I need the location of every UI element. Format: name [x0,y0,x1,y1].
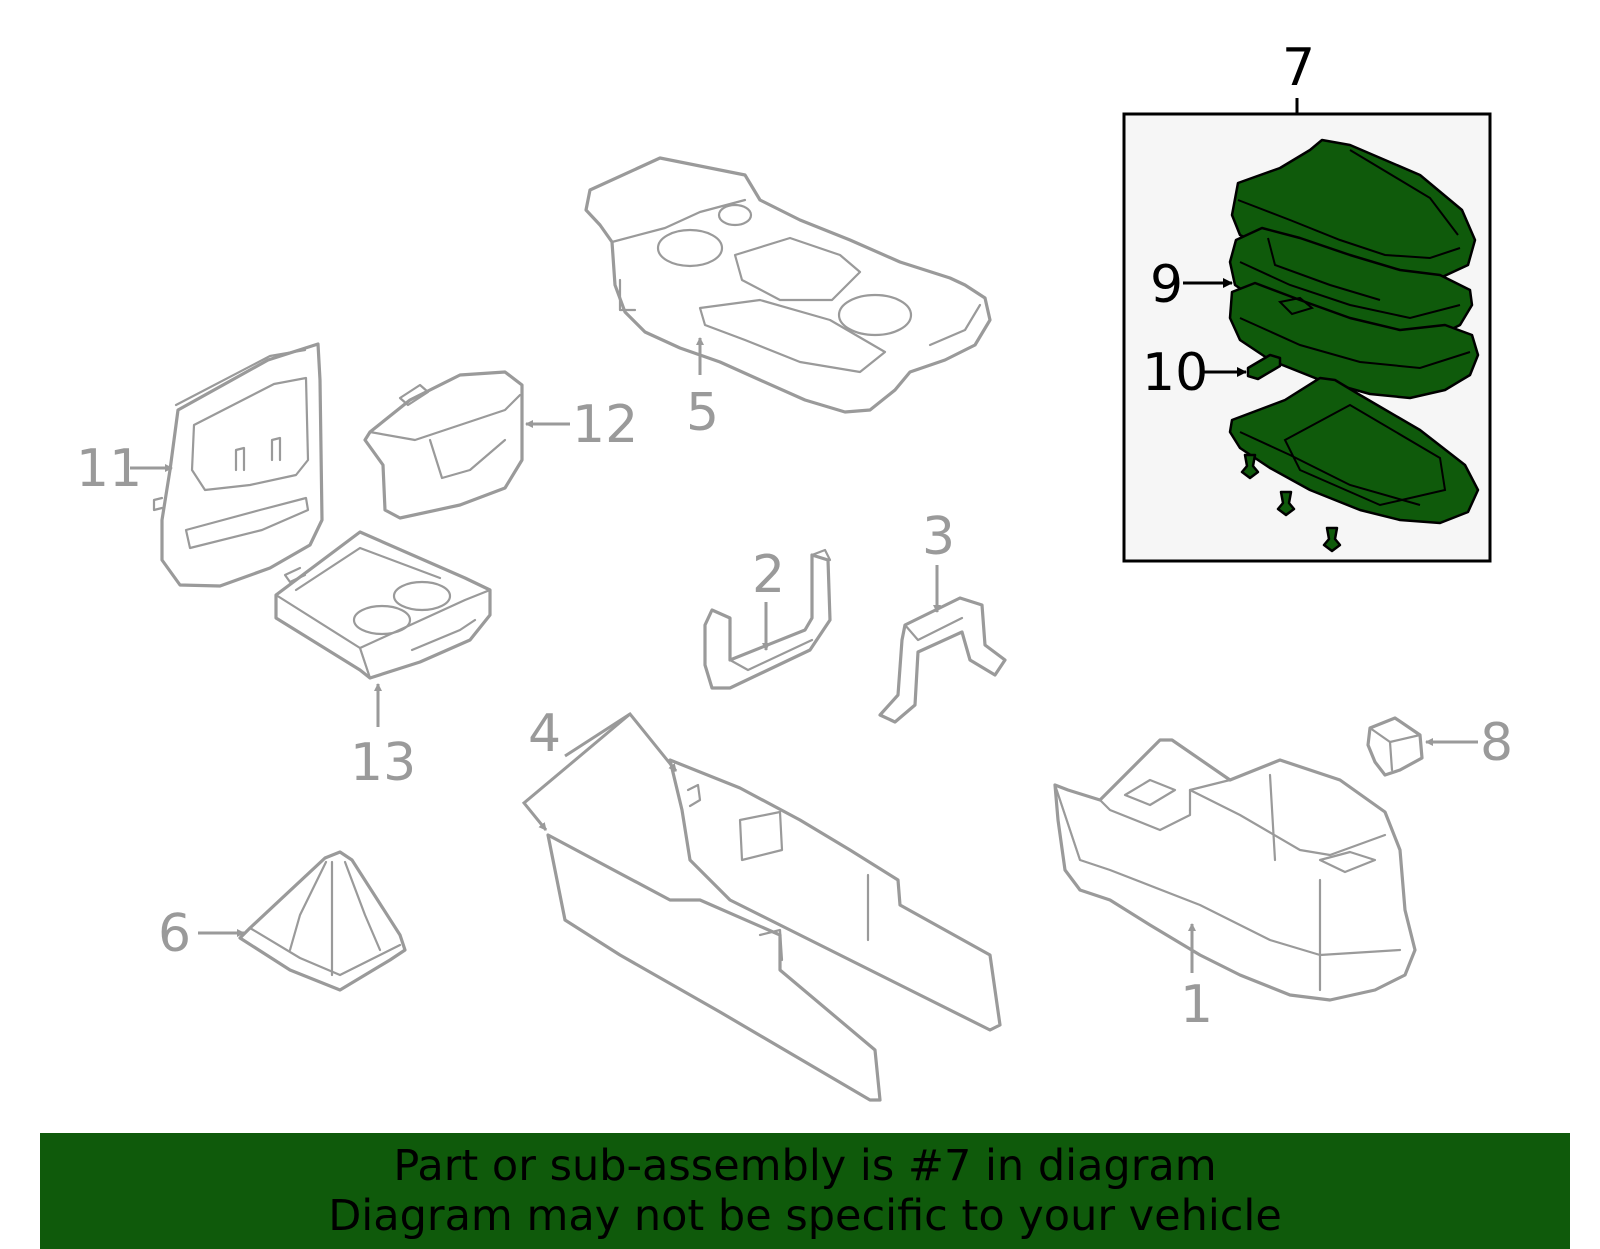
part-4-side-panels [546,758,1002,1102]
callout-7: 7 [1282,38,1315,98]
callout-10: 10 [1142,343,1208,403]
banner-line-2: Diagram may not be specific to your vehi… [328,1191,1282,1241]
part-7-armrest-assembly [1228,138,1480,553]
callout-8: 8 [1480,713,1513,773]
part-2-bracket [703,548,832,690]
part-8-clip [1366,716,1424,777]
part-13-cupholder [274,530,492,680]
callout-4: 4 [528,704,561,764]
callout-1: 1 [1180,975,1213,1035]
part-6-boot [238,850,407,992]
part-3-bracket [878,596,1007,724]
callout-5: 5 [686,383,719,443]
part-11-bezel [152,342,324,588]
part-12-bin [363,370,524,520]
info-banner: Part or sub-assembly is #7 in diagram Di… [40,1133,1570,1249]
callout-3: 3 [922,507,955,567]
banner-line-1: Part or sub-assembly is #7 in diagram [393,1141,1217,1191]
callout-9: 9 [1150,255,1183,315]
callout-12: 12 [572,395,638,455]
callout-2: 2 [752,545,785,605]
part-5-console-front [584,156,992,414]
leader-lines [130,98,1478,973]
callout-11: 11 [76,439,142,499]
part-1-console-rear [1053,738,1417,1002]
callout-13: 13 [350,733,416,793]
callout-6: 6 [158,904,191,964]
